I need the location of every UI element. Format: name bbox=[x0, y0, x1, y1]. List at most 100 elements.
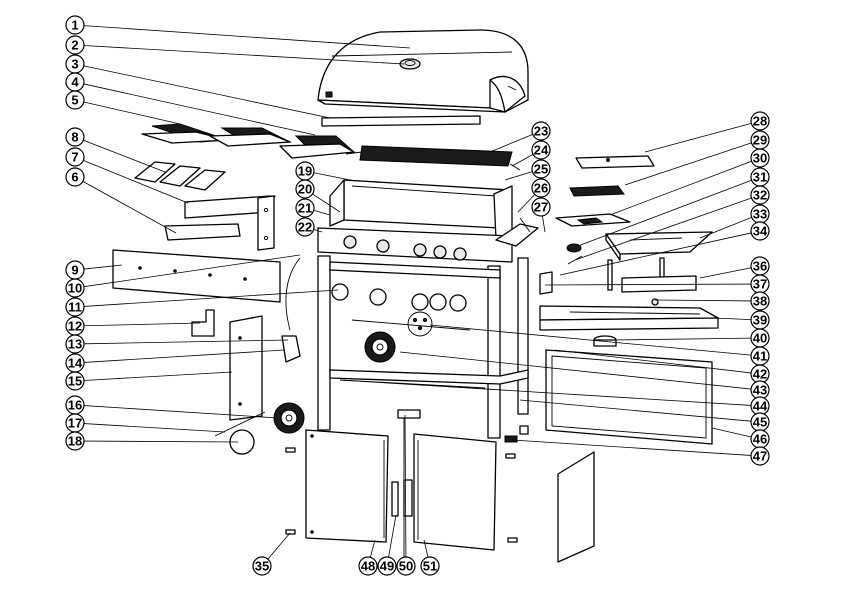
callout-ring bbox=[65, 167, 85, 187]
callout-38: 38 bbox=[654, 291, 770, 311]
callout-ring bbox=[531, 159, 551, 179]
callout-layer: 1234587691011121314151617181920212223242… bbox=[65, 15, 770, 576]
callout-ring bbox=[531, 197, 551, 217]
callout-17: 17 bbox=[65, 413, 226, 433]
callout-leader bbox=[83, 101, 181, 125]
callout-ring bbox=[295, 217, 315, 237]
callout-20: 20 bbox=[295, 179, 341, 213]
callout-43: 43 bbox=[399, 351, 770, 400]
callout-number: 33 bbox=[753, 207, 767, 222]
part-gas-hose bbox=[191, 257, 301, 363]
callout-number: 32 bbox=[753, 188, 767, 203]
callout-number: 24 bbox=[534, 143, 549, 158]
callout-7: 7 bbox=[65, 147, 189, 204]
callout-28: 28 bbox=[644, 111, 770, 153]
callout-19: 19 bbox=[295, 161, 356, 182]
callout-leader bbox=[611, 337, 752, 341]
part-handle-strip bbox=[164, 223, 241, 241]
callout-44: 44 bbox=[339, 379, 770, 416]
callout-1: 1 bbox=[65, 15, 411, 49]
callout-22: 22 bbox=[295, 217, 323, 237]
callout-32: 32 bbox=[574, 185, 770, 261]
callout-number: 25 bbox=[534, 162, 548, 177]
callout-6: 6 bbox=[65, 167, 177, 234]
callout-leader bbox=[83, 264, 123, 270]
callout-42: 42 bbox=[554, 349, 770, 384]
callout-leader bbox=[83, 440, 239, 443]
part-wheels bbox=[273, 331, 396, 434]
callout-47: 47 bbox=[511, 439, 770, 466]
callout-leader bbox=[609, 160, 752, 216]
callout-leader bbox=[559, 232, 752, 276]
callout-ring bbox=[750, 148, 770, 168]
callout-11: 11 bbox=[65, 289, 339, 317]
callout-31: 31 bbox=[577, 167, 770, 247]
callout-41: 41 bbox=[429, 324, 770, 366]
callout-leader bbox=[699, 216, 752, 239]
callout-number: 19 bbox=[298, 164, 312, 179]
callout-number: 2 bbox=[71, 38, 78, 53]
callout-35: 35 bbox=[252, 532, 291, 576]
callout-leader bbox=[504, 171, 533, 181]
callout-leader bbox=[542, 215, 546, 233]
callout-number: 48 bbox=[361, 559, 375, 574]
callout-49: 49 bbox=[377, 514, 397, 576]
part-hinge-pin bbox=[504, 425, 529, 443]
callout-number: 47 bbox=[753, 449, 767, 464]
callout-ring bbox=[65, 147, 85, 167]
callout-ring bbox=[65, 431, 85, 451]
callout-number: 9 bbox=[71, 263, 78, 278]
callout-leader bbox=[83, 322, 201, 327]
callout-leader bbox=[577, 179, 752, 247]
callout-ring bbox=[65, 127, 85, 147]
callout-leader bbox=[574, 197, 752, 261]
callout-number: 37 bbox=[753, 277, 767, 292]
callout-leader bbox=[83, 160, 189, 204]
callout-leader bbox=[83, 25, 411, 49]
part-axle bbox=[214, 411, 266, 455]
callout-number: 51 bbox=[423, 559, 437, 574]
callout-leader bbox=[83, 339, 289, 345]
part-grease-tray-rack bbox=[345, 145, 521, 171]
callout-number: 35 bbox=[255, 559, 269, 574]
callout-leader bbox=[404, 414, 407, 558]
callout-number: 3 bbox=[71, 57, 78, 72]
callout-ring bbox=[65, 278, 85, 298]
callout-leader bbox=[83, 254, 301, 288]
callout-leader bbox=[654, 299, 752, 302]
callout-leader bbox=[83, 65, 331, 119]
callout-ring bbox=[531, 121, 551, 141]
callout-number: 45 bbox=[753, 415, 767, 430]
callout-10: 10 bbox=[65, 254, 301, 298]
callout-number: 21 bbox=[298, 201, 312, 216]
callout-13: 13 bbox=[65, 334, 289, 354]
callout-26: 26 bbox=[517, 178, 551, 213]
callout-number: 41 bbox=[753, 349, 767, 364]
part-side-panel-right bbox=[557, 451, 595, 563]
callout-leader bbox=[369, 539, 376, 558]
callout-number: 49 bbox=[380, 559, 394, 574]
callout-leader bbox=[388, 514, 397, 558]
part-front-panel bbox=[112, 249, 281, 303]
callout-leader bbox=[83, 423, 226, 433]
callout-number: 20 bbox=[298, 182, 312, 197]
callout-8: 8 bbox=[65, 127, 166, 173]
callout-leader bbox=[83, 405, 279, 419]
callout-5: 5 bbox=[65, 90, 181, 125]
callout-ring bbox=[65, 90, 85, 110]
callout-leader bbox=[423, 539, 429, 558]
part-lid bbox=[317, 29, 529, 113]
callout-33: 33 bbox=[699, 204, 770, 239]
callout-number: 27 bbox=[534, 200, 548, 215]
callout-leader bbox=[313, 229, 323, 233]
part-side-shelf bbox=[539, 305, 719, 331]
callout-51: 51 bbox=[420, 539, 440, 576]
part-rear-panel bbox=[545, 349, 713, 445]
callout-number: 11 bbox=[68, 300, 82, 315]
callout-number: 17 bbox=[68, 416, 82, 431]
callout-18: 18 bbox=[65, 431, 239, 451]
callout-ring bbox=[750, 446, 770, 466]
callout-ring bbox=[252, 556, 272, 576]
callout-number: 23 bbox=[534, 124, 548, 139]
